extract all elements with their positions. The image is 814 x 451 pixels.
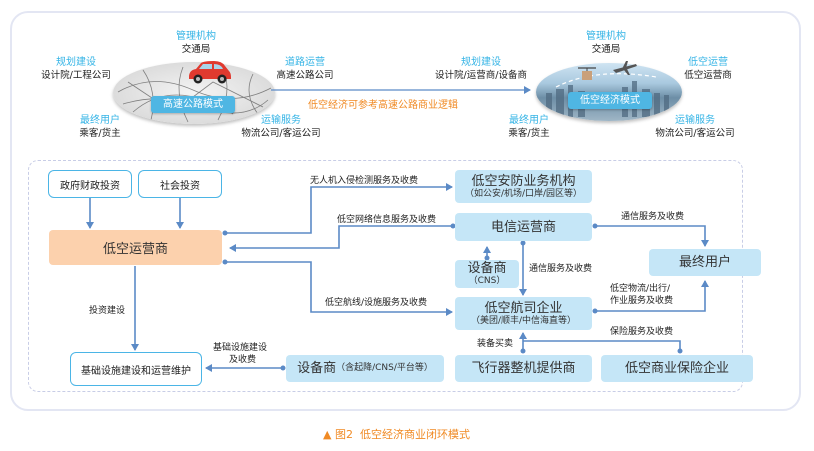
airline-sub: （美团/顺丰/中信海直等） (470, 315, 577, 326)
insurance-title: 低空商业保险企业 (624, 361, 729, 376)
security-agency-sub: （如公安/机场/口岸/园区等） (464, 188, 583, 199)
edge-label-insurance: 保险服务及收费 (610, 327, 674, 337)
caption-triangle-icon: ▲ (323, 428, 332, 441)
airline-user-arrow (595, 280, 709, 312)
drone-icon (576, 65, 598, 83)
lowalt-planning-title: 规划建设 (461, 57, 501, 68)
highway-model-badge: 高速公路模式 (151, 96, 235, 113)
highway-regulator-entity: 交通局 (181, 44, 211, 55)
lowalt-enduser-entity: 乘客/货主 (508, 128, 550, 139)
highway-transport-title: 运输服务 (261, 115, 301, 126)
node-end-user: 最终用户 (649, 249, 761, 276)
highway-operation-title: 道路运营 (285, 57, 325, 68)
uav-detection-arrow (225, 183, 453, 234)
node-equipment-infra: 设备商 （含起降/CNS/平台等） (286, 355, 444, 382)
telecom-user-arrow (595, 225, 709, 247)
insurance-arrow (523, 340, 681, 351)
lowalt-regulator-entity: 交通局 (591, 44, 621, 55)
edge-label-infra-fee-1: 基础设施建设 (213, 343, 268, 353)
highway-enduser-entity: 乘客/货主 (79, 128, 121, 139)
edge-label-infra-fee-2: 及收费 (229, 355, 257, 365)
aircraft-oem-title: 飞行器整机提供商 (471, 361, 576, 376)
car-icon (186, 60, 232, 84)
highway-planning-entity: 设计院/工程公司 (41, 70, 111, 81)
equipment-infra-title: 设备商 (297, 361, 337, 376)
node-telecom-operator: 电信运营商 (455, 213, 592, 241)
caption-text: 图2 低空经济商业闭环模式 (334, 428, 470, 441)
security-agency-title: 低空安防业务机构 (471, 173, 576, 189)
lowalt-regulator-title: 管理机构 (586, 31, 626, 42)
network-info-arrow (229, 225, 453, 252)
edge-label-equipment-trade: 装备买卖 (477, 339, 514, 349)
node-security-agency: 低空安防业务机构 （如公安/机场/口岸/园区等） (455, 170, 592, 203)
equipment-infra-sub: （含起降/CNS/平台等） (336, 363, 433, 373)
node-low-altitude-operator: 低空运营商 (49, 230, 222, 265)
lowalt-operation-title: 低空运营 (688, 57, 728, 68)
lowalt-transport-title: 运输服务 (675, 115, 715, 126)
edge-label-invest-build: 投资建设 (89, 306, 126, 316)
closed-loop-frame (28, 160, 743, 392)
node-infrastructure: 基础设施建设和运营维护 (70, 352, 202, 386)
node-aircraft-oem: 飞行器整机提供商 (455, 355, 592, 382)
equipment-cns-title: 设备商 (467, 261, 507, 276)
lowalt-planning-entity: 设计院/运营商/设备商 (435, 70, 527, 81)
edge-label-telecom-airline: 通信服务及收费 (529, 264, 593, 274)
end-user-title: 最终用户 (678, 255, 731, 270)
reference-label: 低空经济可参考高速公路商业逻辑 (308, 100, 458, 111)
highway-planning-title: 规划建设 (56, 57, 96, 68)
node-airline: 低空航司企业 （美团/顺丰/中信海直等） (455, 297, 592, 330)
route-facility-arrow (225, 261, 453, 316)
node-insurance: 低空商业保险企业 (601, 355, 753, 382)
equipment-cns-sub: （CNS） (468, 276, 506, 286)
telecom-title: 电信运营商 (490, 219, 556, 235)
airline-title: 低空航司企业 (484, 300, 563, 316)
node-social-investment: 社会投资 (138, 170, 222, 198)
edge-label-airline-user-2: 作业服务及收费 (610, 296, 674, 306)
highway-transport-entity: 物流公司/客运公司 (241, 128, 321, 139)
highway-operation-entity: 高速公路公司 (276, 70, 334, 81)
node-gov-investment: 政府财政投资 (48, 170, 132, 198)
plane-icon (612, 60, 638, 76)
figure-caption: ▲ 图2 低空经济商业闭环模式 (323, 426, 470, 442)
edge-label-telecom-user: 通信服务及收费 (621, 212, 685, 222)
highway-regulator-title: 管理机构 (176, 31, 216, 42)
lowalt-enduser-title: 最终用户 (509, 115, 549, 126)
low-altitude-model-badge: 低空经济模式 (568, 92, 652, 109)
highway-enduser-title: 最终用户 (80, 115, 120, 126)
edge-label-network-info: 低空网络信息服务及收费 (337, 215, 437, 225)
outer-frame (10, 11, 801, 411)
node-equipment-cns: 设备商 （CNS） (455, 260, 519, 288)
lowalt-operation-entity: 低空运营商 (684, 70, 732, 81)
edge-label-uav-detection: 无人机入侵检测服务及收费 (310, 176, 419, 186)
edge-label-route-facility: 低空航线/设施服务及收费 (325, 298, 428, 308)
edge-label-airline-user-1: 低空物流/出行/ (610, 284, 671, 294)
lowalt-transport-entity: 物流公司/客运公司 (655, 128, 735, 139)
